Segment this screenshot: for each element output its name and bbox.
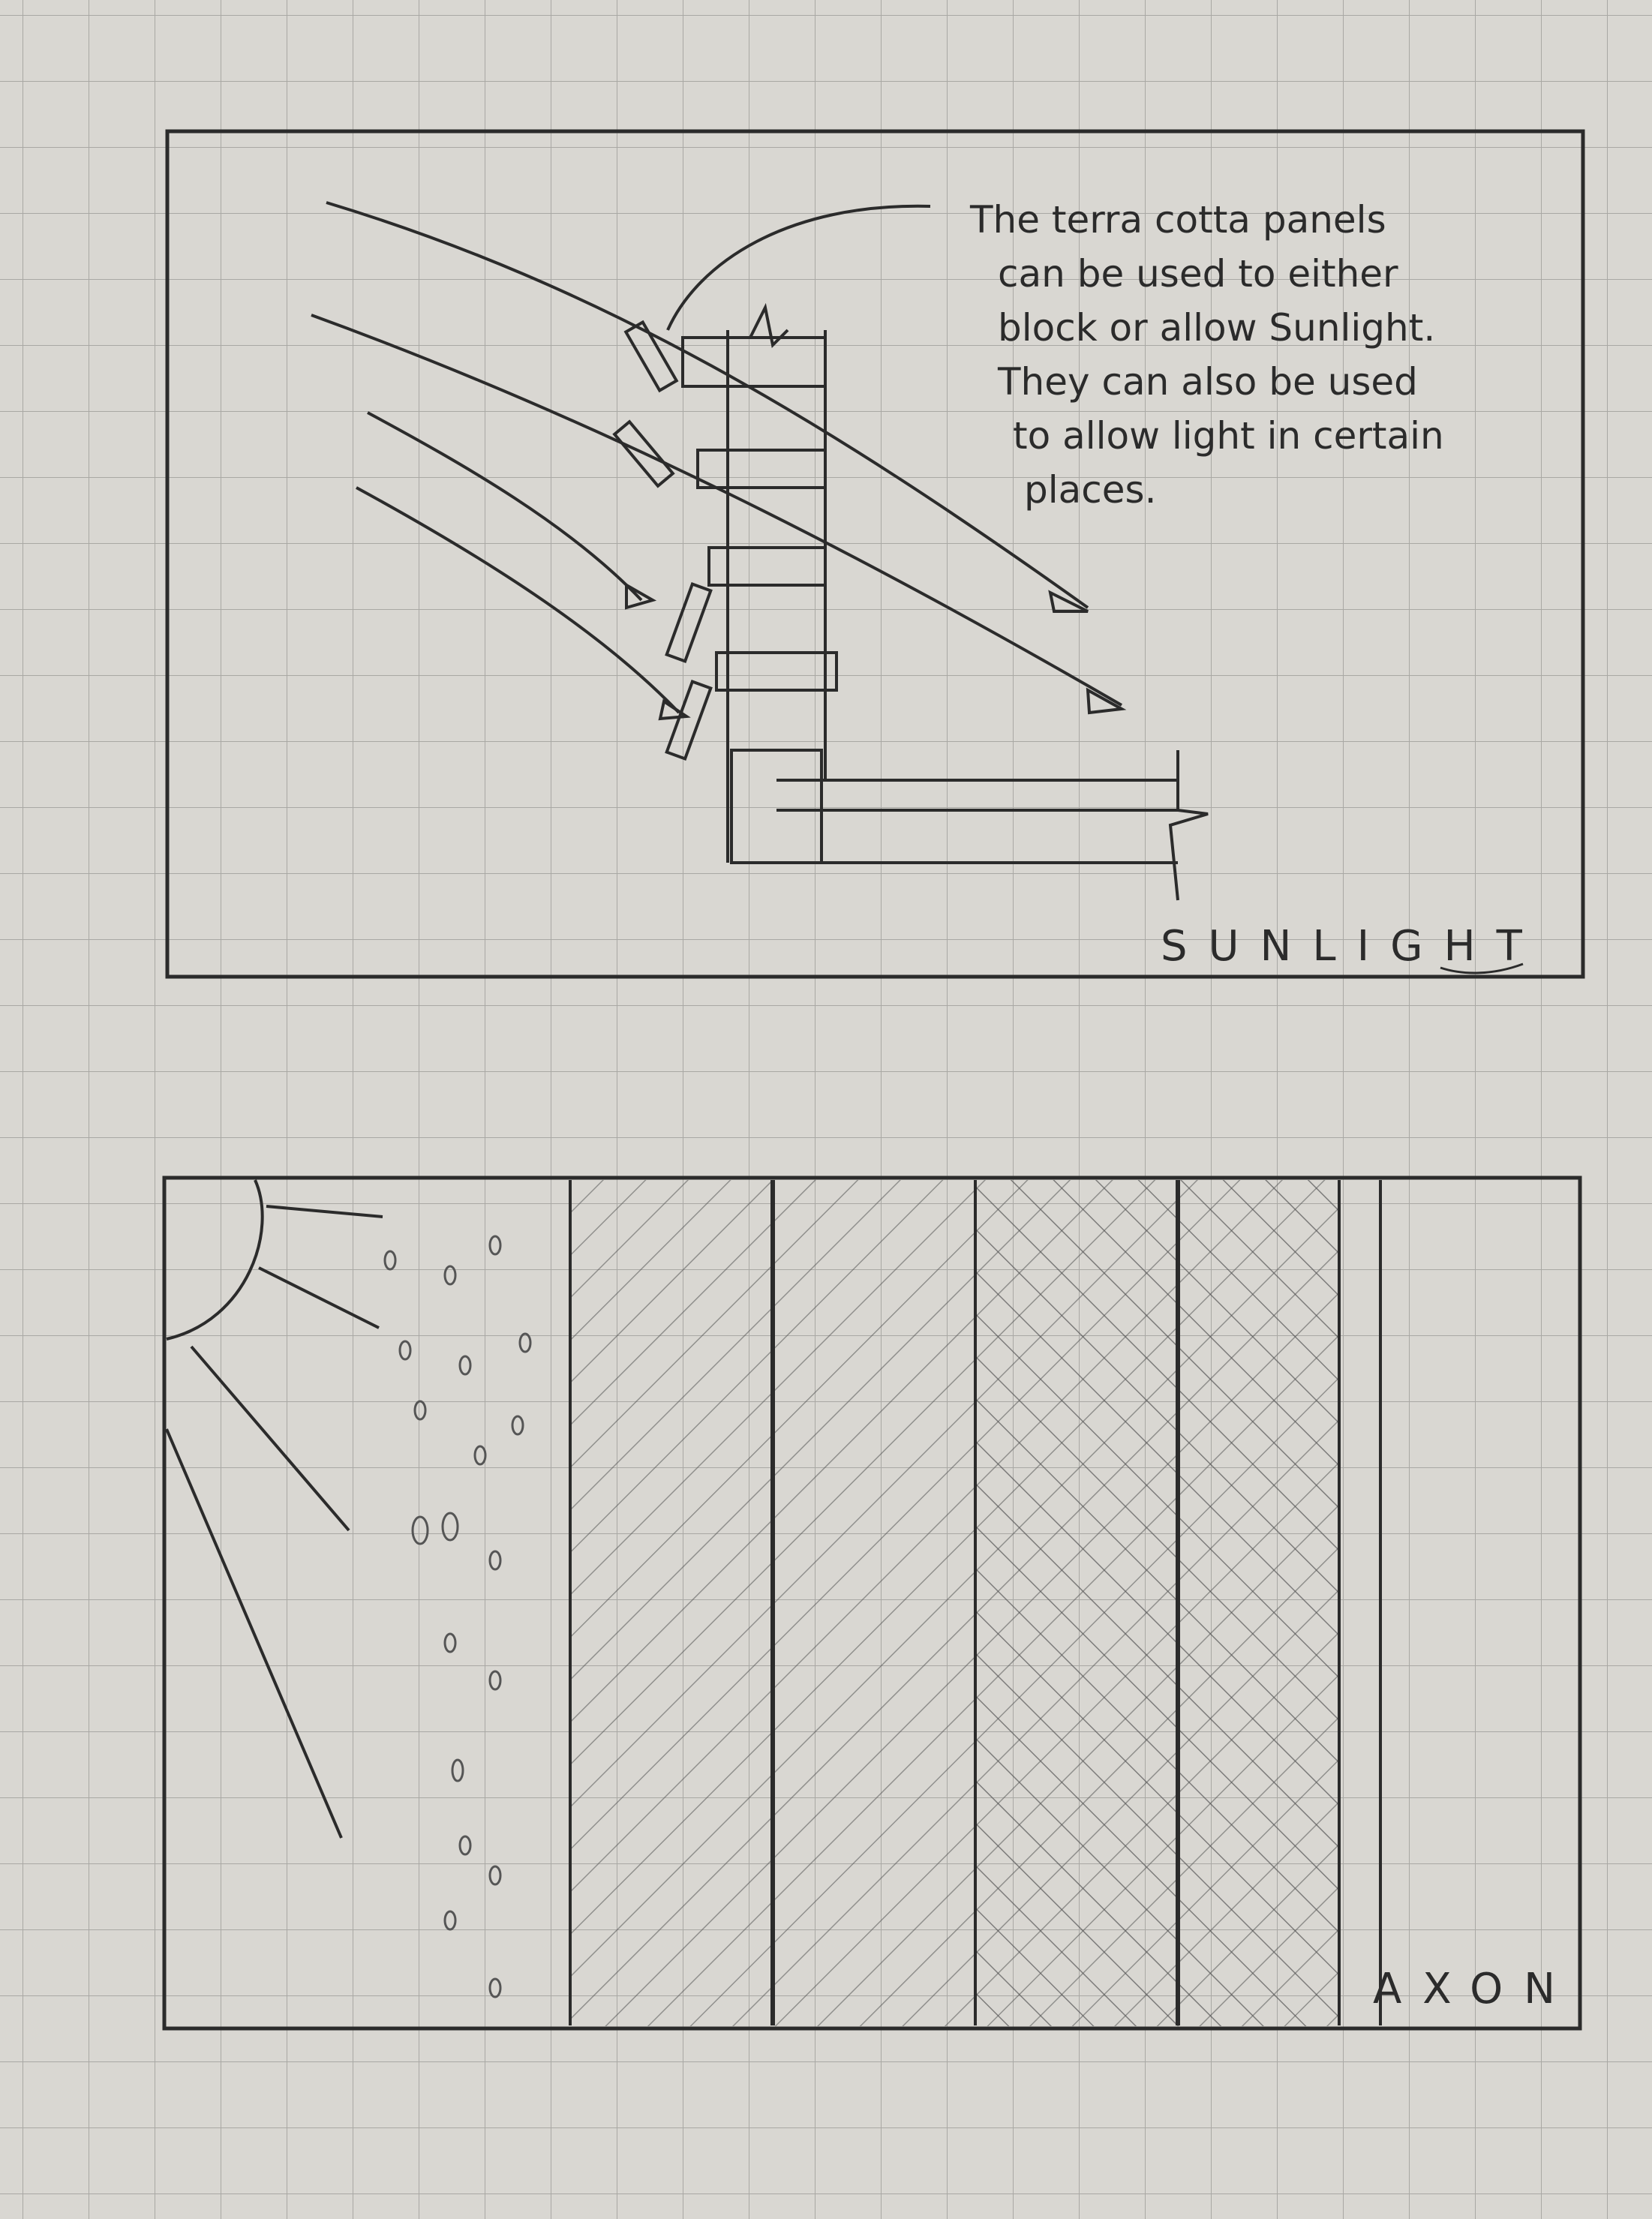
axon-sketch-panel <box>162 1176 1582 2031</box>
annotation-line: can be used to either <box>998 252 1398 296</box>
section-sketch-panel <box>165 129 1585 979</box>
sun-ray <box>326 201 1089 609</box>
terra-cotta-panel <box>665 680 713 761</box>
arrow-head-icon <box>1086 687 1127 715</box>
panel-title-sunlight: SUNLIGHT <box>1161 922 1543 971</box>
annotation-line: places. <box>1024 468 1156 512</box>
annotation-line: The terra cotta panels <box>969 198 1386 242</box>
panel-title-axon: AXON <box>1373 1965 1576 2013</box>
arrow-head-icon <box>1048 590 1089 613</box>
annotation-line: to allow light in certain <box>1013 414 1444 458</box>
sun-ray <box>367 411 643 602</box>
annotation: The terra cotta panels can be used to ei… <box>969 198 1444 512</box>
annotation-line: block or allow Sunlight. <box>998 306 1435 350</box>
arrow-head-icon <box>658 698 691 721</box>
terra-cotta-panel <box>612 419 675 488</box>
light-dots <box>383 1235 532 1998</box>
terra-cotta-panel <box>623 320 679 393</box>
arrow-head-icon <box>625 582 657 610</box>
annotation-line: They can also be used <box>997 360 1418 404</box>
sun-ray <box>356 486 680 714</box>
sun-icon <box>166 1179 264 1341</box>
terra-cotta-panel <box>665 582 713 663</box>
